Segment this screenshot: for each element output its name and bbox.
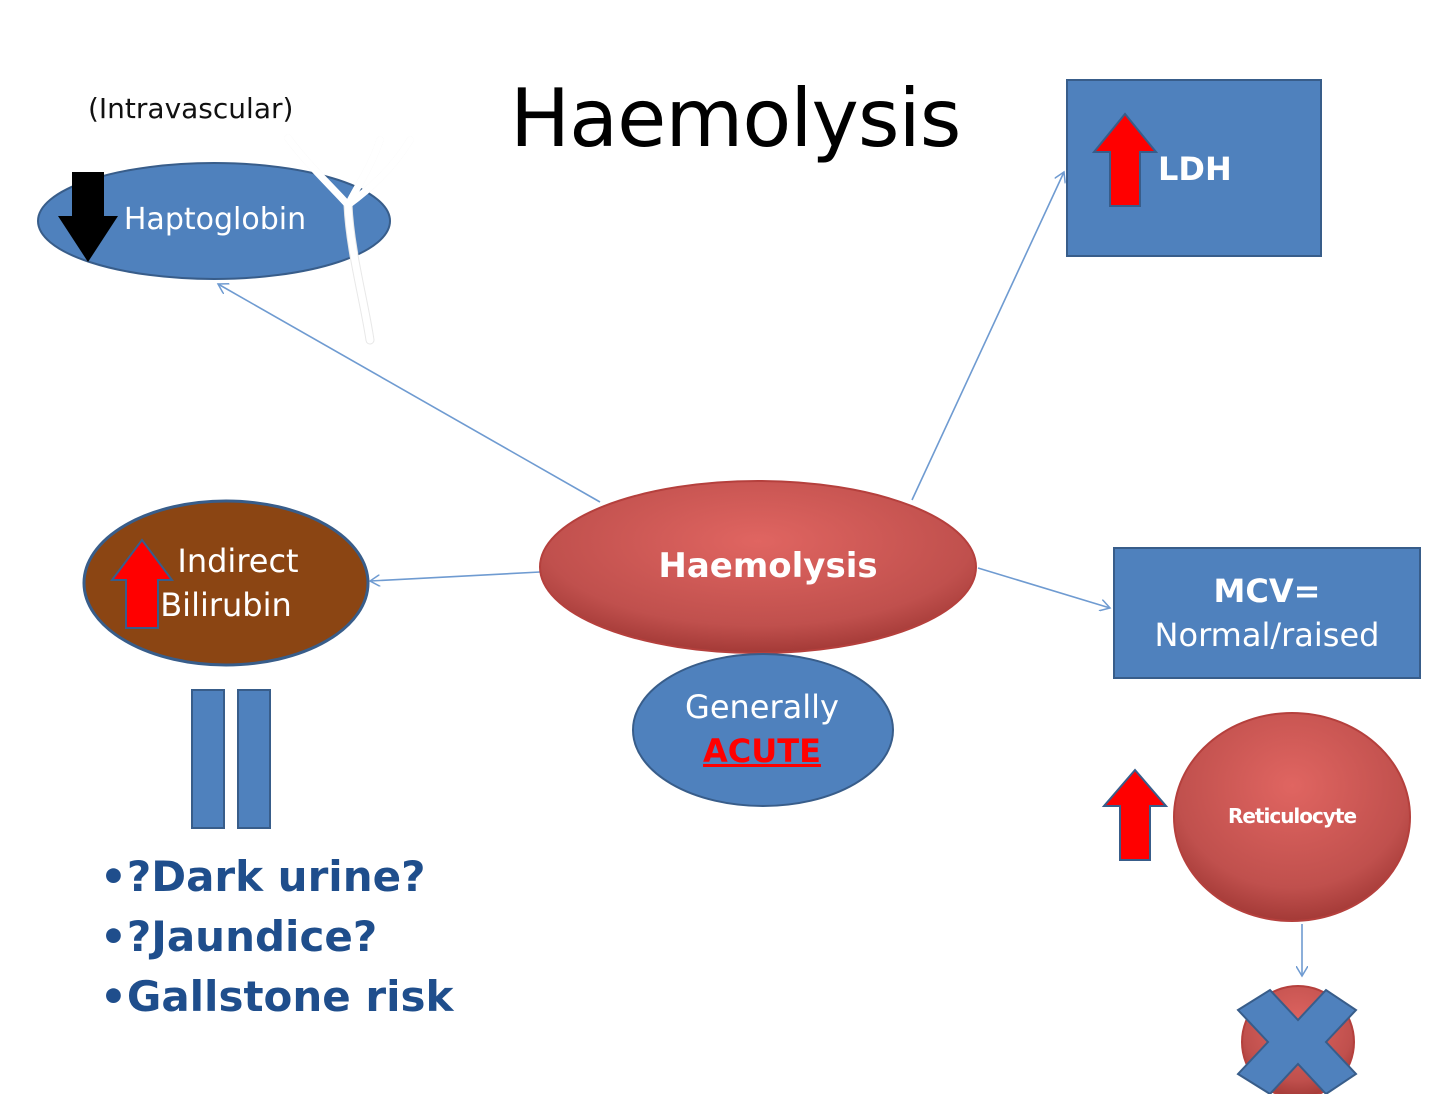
arrow-up-icon (110, 538, 174, 629)
ldh-label: LDH (1158, 150, 1232, 188)
haemolysis-label: Haemolysis (658, 546, 878, 586)
haptoglobin-label: Haptoglobin (123, 202, 307, 237)
consequence-jaundice: •?Jaundice? (100, 912, 378, 961)
connector-ldh (911, 172, 1064, 501)
onset-label-line1: Generally (685, 688, 839, 726)
connector-bilirubin (370, 571, 541, 581)
connector-mcv (977, 567, 1110, 608)
arrow-up-icon (1101, 768, 1169, 861)
consequence-dark-urine: •?Dark urine? (100, 852, 426, 901)
mcv-node (1113, 547, 1421, 679)
equals-icon (191, 689, 271, 829)
wishbone-icon (284, 134, 414, 345)
haemolysis-node (539, 480, 977, 654)
connector-haptoglobin (218, 284, 601, 503)
onset-node (632, 653, 894, 807)
bilirubin-label-line1: Indirect (177, 542, 299, 580)
consequence-gallstone: •Gallstone risk (100, 972, 454, 1021)
mcv-label-line1: MCV= (1213, 572, 1321, 610)
arrow-up-icon (1091, 112, 1159, 207)
arrow-down-icon (58, 172, 118, 262)
intravascular-note: (Intravascular) (88, 92, 294, 125)
onset-label-line2: ACUTE (703, 732, 821, 770)
bilirubin-label-line2: Bilirubin (160, 586, 292, 624)
reticulocyte-label: Reticulocyte (1227, 804, 1357, 828)
cross-icon (1236, 988, 1358, 1094)
page-title: Haemolysis (510, 72, 961, 165)
mcv-label-line2: Normal/raised (1154, 616, 1380, 654)
haptoglobin-node (37, 162, 391, 280)
reticulocyte-node (1173, 712, 1411, 922)
